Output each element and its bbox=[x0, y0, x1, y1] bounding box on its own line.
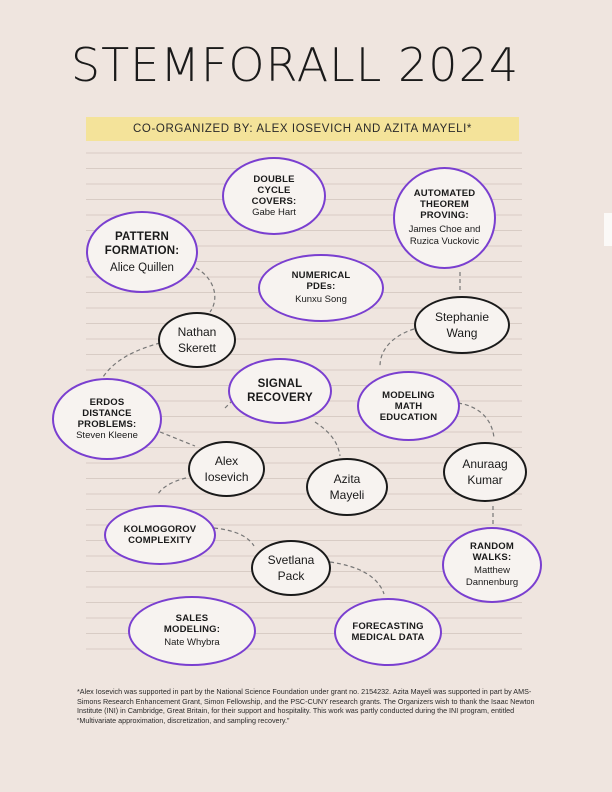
node-kolmogorov-complexity: KOLMOGOROV COMPLEXITY bbox=[104, 505, 216, 565]
node-numerical-pdes: NUMERICAL PDEs: Kunxu Song bbox=[258, 254, 384, 322]
edge-tab bbox=[604, 213, 612, 246]
person-name: Stephanie Wang bbox=[434, 310, 490, 340]
person-label: Kunxu Song bbox=[295, 294, 347, 305]
connectors bbox=[99, 267, 495, 595]
node-forecasting-medical-data: FORECASTING MEDICAL DATA bbox=[334, 598, 442, 666]
node-double-cycle-covers: DOUBLE CYCLE COVERS: Gabe Hart bbox=[222, 157, 326, 235]
person-label: Gabe Hart bbox=[252, 206, 296, 218]
person-name: Svetlana Pack bbox=[267, 553, 315, 583]
topic-label: RANDOM WALKS: bbox=[470, 541, 514, 563]
node-nathan-skerett: Nathan Skerett bbox=[158, 312, 236, 368]
topic-label: DOUBLE CYCLE COVERS: bbox=[251, 173, 297, 207]
person-label: Alice Quillen bbox=[110, 261, 174, 274]
topic-label: SALES MODELING: bbox=[163, 613, 221, 635]
topic-label: PATTERN FORMATION: bbox=[104, 230, 180, 257]
node-erdos-distance-problems: ERDOS DISTANCE PROBLEMS: Steven Kleene bbox=[52, 378, 162, 460]
node-modeling-math-education: MODELING MATH EDUCATION bbox=[357, 371, 460, 441]
node-anuraag-kumar: Anuraag Kumar bbox=[443, 442, 527, 502]
person-name: Anuraag Kumar bbox=[462, 457, 508, 487]
node-signal-recovery: SIGNAL RECOVERY bbox=[228, 358, 332, 424]
funding-footnote: *Alex Iosevich was supported in part by … bbox=[77, 687, 535, 725]
node-pattern-formation: PATTERN FORMATION: Alice Quillen bbox=[86, 211, 198, 293]
organizers-banner: CO-ORGANIZED BY: ALEX IOSEVICH AND AZITA… bbox=[86, 117, 519, 141]
person-label: Nate Whybra bbox=[164, 637, 220, 648]
topic-label: SIGNAL RECOVERY bbox=[247, 378, 313, 404]
person-label: Steven Kleene bbox=[76, 429, 138, 441]
person-label: Matthew Dannenburg bbox=[465, 565, 519, 588]
node-stephanie-wang: Stephanie Wang bbox=[414, 296, 510, 354]
node-sales-modeling: SALES MODELING: Nate Whybra bbox=[128, 596, 256, 666]
topic-label: KOLMOGOROV COMPLEXITY bbox=[123, 524, 197, 546]
topic-label: FORECASTING MEDICAL DATA bbox=[351, 621, 425, 643]
node-automated-theorem-proving: AUTOMATED THEOREM PROVING: James Choe an… bbox=[393, 167, 496, 269]
node-azita-mayeli: Azita Mayeli bbox=[306, 458, 388, 516]
topic-label: ERDOS DISTANCE PROBLEMS: bbox=[77, 396, 137, 430]
topic-label: MODELING MATH EDUCATION bbox=[379, 389, 438, 423]
node-svetlana-pack: Svetlana Pack bbox=[251, 540, 331, 596]
page-title: STEMFORALL 2024 bbox=[70, 38, 520, 92]
person-name: Alex Iosevich bbox=[204, 454, 249, 484]
person-name: Azita Mayeli bbox=[329, 472, 365, 502]
node-alex-iosevich: Alex Iosevich bbox=[188, 441, 265, 497]
person-label: James Choe and Ruzica Vuckovic bbox=[408, 224, 481, 247]
person-name: Nathan Skerett bbox=[177, 325, 217, 355]
topic-label: AUTOMATED THEOREM PROVING: bbox=[413, 188, 476, 221]
topic-label: NUMERICAL PDEs: bbox=[291, 270, 351, 292]
node-random-walks: RANDOM WALKS: Matthew Dannenburg bbox=[442, 527, 542, 603]
